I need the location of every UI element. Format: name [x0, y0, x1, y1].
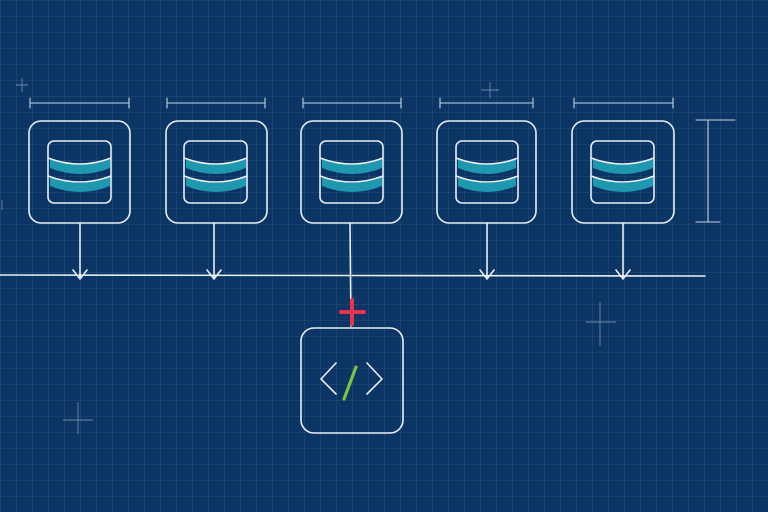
- database-node-2[interactable]: [165, 120, 268, 224]
- crosshair-marks: [1, 78, 616, 434]
- database-icon: [319, 140, 384, 204]
- database-icon: [590, 140, 655, 204]
- connector-arrows: [72, 222, 631, 280]
- database-node-3[interactable]: [300, 120, 403, 224]
- bus-line: [0, 274, 706, 277]
- database-node-5[interactable]: [571, 120, 675, 224]
- database-node-4[interactable]: [436, 120, 537, 224]
- database-icon: [47, 140, 112, 204]
- code-icon: [320, 362, 383, 401]
- dimension-brackets: [29, 97, 736, 223]
- database-icon: [183, 140, 248, 204]
- code-node[interactable]: [300, 327, 404, 434]
- database-node-1[interactable]: [28, 120, 131, 224]
- database-icon: [455, 140, 519, 204]
- red-cross-marker: [339, 298, 366, 326]
